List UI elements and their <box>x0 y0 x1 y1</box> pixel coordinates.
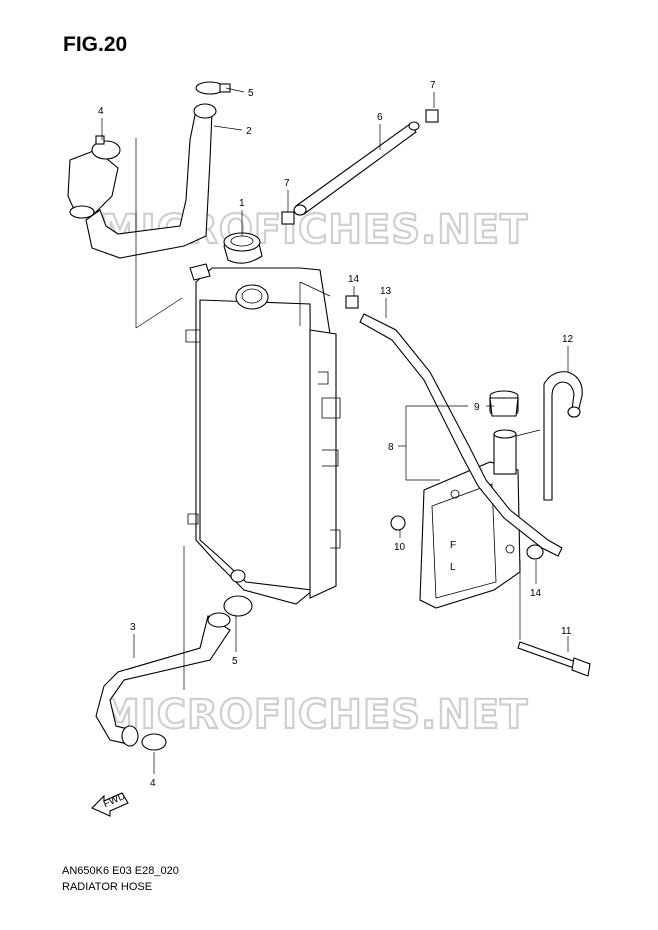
reservoir-tank: F L <box>419 390 521 609</box>
hose-clamp-lower <box>223 595 253 617</box>
callout-7-mid: 7 <box>284 178 290 189</box>
callout-11: 11 <box>561 626 572 637</box>
svg-text:L: L <box>450 562 456 573</box>
hose-clamp-top <box>195 81 231 95</box>
hose-clip-14 <box>345 295 359 309</box>
hose-clamp-lower-left <box>141 733 167 751</box>
leader-lines <box>101 87 569 774</box>
reservoir-hose <box>359 313 563 557</box>
callout-5-top: 5 <box>248 88 254 99</box>
callout-1: 1 <box>239 198 245 209</box>
callout-6: 6 <box>377 112 383 123</box>
callout-14-top: 14 <box>348 274 360 285</box>
svg-text:F: F <box>450 540 456 551</box>
callout-9: 9 <box>474 402 480 413</box>
upper-hose <box>67 103 217 259</box>
callout-13: 13 <box>380 286 392 297</box>
breather-hose <box>543 371 583 501</box>
fwd-arrow-icon: FWD <box>91 791 129 817</box>
figure-name: RADIATOR HOSE <box>62 881 153 893</box>
callout-4-bottom: 4 <box>150 778 156 789</box>
hose-clip-top <box>425 109 439 123</box>
grommet <box>390 515 406 531</box>
watermark-bottom: MICROFICHES.NET <box>100 692 528 738</box>
bolt <box>517 641 591 677</box>
reservoir-cap <box>489 397 519 417</box>
callout-3: 3 <box>130 622 136 633</box>
hose-clamp-14 <box>526 544 544 560</box>
overflow-hose <box>293 121 420 216</box>
lower-hose <box>95 612 231 747</box>
callout-10: 10 <box>394 542 406 553</box>
radiator <box>185 263 341 605</box>
callout-2: 2 <box>246 126 252 137</box>
callout-14-bottom: 14 <box>530 588 542 599</box>
hose-clip-mid <box>281 211 295 225</box>
radiator-cap <box>223 232 263 264</box>
figure-title: FIG.20 <box>63 33 128 56</box>
figure-code: AN650K6 E03 E28_020 <box>62 865 179 877</box>
callout-4-top: 4 <box>98 106 104 117</box>
hose-clamp-left <box>91 135 121 160</box>
callout-7-top: 7 <box>430 80 436 91</box>
callout-5-bottom: 5 <box>232 656 238 667</box>
callout-12: 12 <box>562 334 574 345</box>
callout-8: 8 <box>388 442 394 453</box>
